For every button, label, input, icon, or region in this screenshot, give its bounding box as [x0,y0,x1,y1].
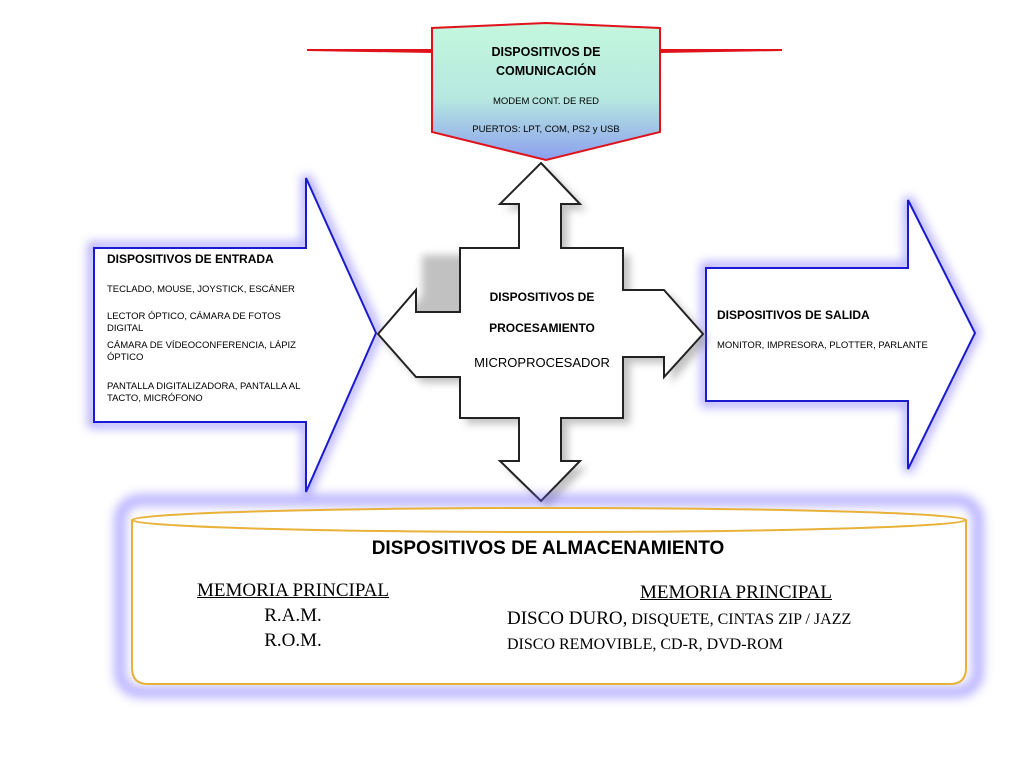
almacenamiento-line1: DISCO DURO, DISQUETE, CINTAS ZIP / JAZZ [507,608,947,630]
almacenamiento-cylinder [131,520,967,685]
salida-arrow [705,199,977,470]
salida-title: DISPOSITIVOS DE SALIDA [717,308,870,322]
comunicacion-item-modem: MODEM CONT. DE RED [492,96,600,107]
comunicacion-item-puertos: PUERTOS: LPT, COM, PS2 y USB [472,124,620,135]
memoria-principal-left: MEMORIA PRINCIPAL R.A.M. R.O.M. [170,578,416,653]
almacenamiento-cylinder-top [131,507,967,533]
salida-item: MONITOR, IMPRESORA, PLOTTER, PARLANTE [717,340,928,351]
comunicacion-title-line2: COMUNICACIÓN [496,64,596,78]
procesamiento-title-line2: PROCESAMIENTO [489,321,595,335]
comunicacion-title: DISPOSITIVOS DE COMUNICACIÓN [440,43,652,81]
comunicacion-banner [306,21,783,162]
comunicacion-title-line1: DISPOSITIVOS DE [491,45,601,59]
procesamiento-title-line1: DISPOSITIVOS DE [489,290,595,304]
memoria-ram: R.A.M. [264,605,322,626]
entrada-item-4: PANTALLA DIGITALIZADORA, PANTALLA AL TAC… [107,381,301,404]
procesamiento-item: MICROPROCESADOR [474,355,610,370]
memoria-principal-right-heading: MEMORIA PRINCIPAL [640,582,832,603]
entrada-item-3: CÁMARA DE VÍDEOCONFERENCIA, LÁPIZ ÓPTICO [107,340,296,363]
almacenamiento-line2: DISCO REMOVIBLE, CD-R, DVD-ROM [507,636,784,653]
memoria-rom: R.O.M. [264,630,322,651]
entrada-item-1: TECLADO, MOUSE, JOYSTICK, ESCÁNER [107,284,295,295]
entrada-arrow [93,177,378,493]
memoria-principal-left-heading: MEMORIA PRINCIPAL [197,580,389,601]
entrada-item-2: LECTOR ÓPTICO, CÁMARA DE FOTOS DIGITAL [107,311,281,334]
entrada-title: DISPOSITIVOS DE ENTRADA [107,252,274,266]
disco-duro: DISCO DURO, [507,608,628,629]
almacenamiento-title: DISPOSITIVOS DE ALMACENAMIENTO [371,538,725,559]
almacenamiento-glow [114,494,984,698]
disquete-cintas: DISQUETE, CINTAS ZIP / JAZZ [627,611,852,628]
